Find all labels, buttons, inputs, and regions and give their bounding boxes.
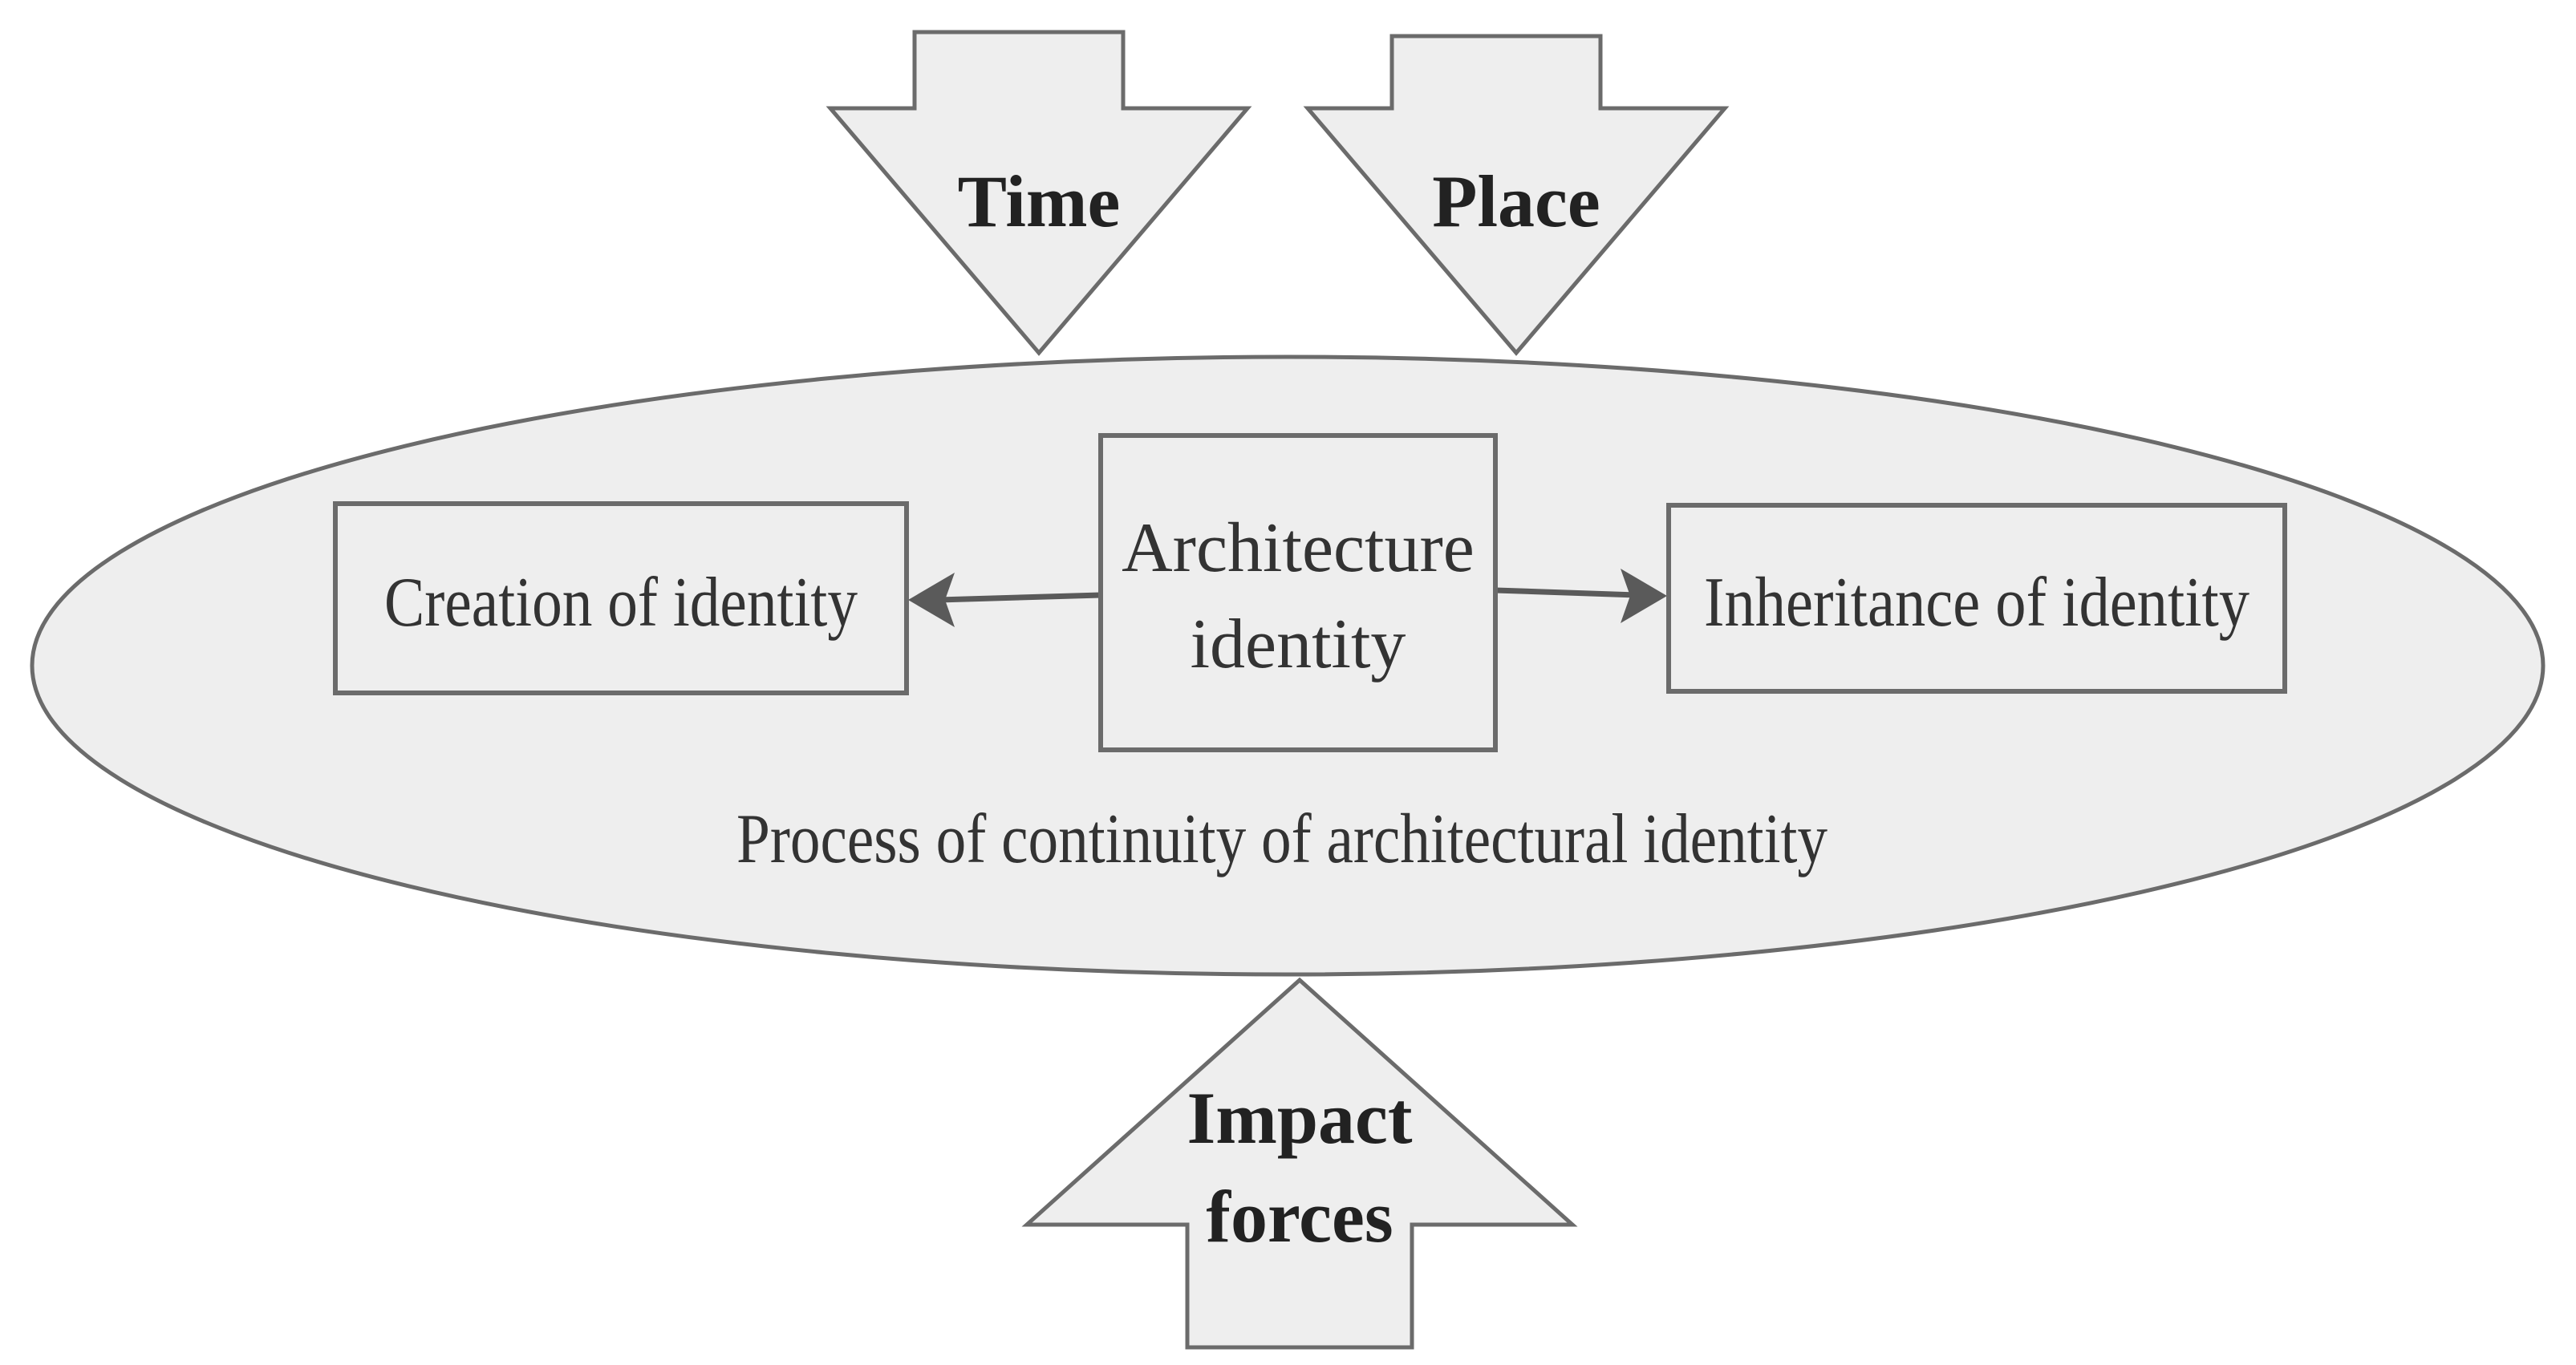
impact-forces-label-line1: Impact [1187,1077,1412,1159]
impact-forces-arrow [1021,977,1578,1350]
creation-of-identity-box [333,501,909,695]
place-arrow [1303,34,1730,356]
time-label: Time [958,160,1121,242]
time-arrow [826,30,1252,356]
connector-to-inheritance [1495,587,1637,598]
inheritance-of-identity-label: Inheritance of identity [1704,564,2249,642]
architecture-identity-line1: Architecture [1122,509,1475,587]
creation-of-identity-label: Creation of identity [384,564,858,642]
impact-forces-label-line2: forces [1206,1176,1393,1258]
arrowhead-right-icon [1621,569,1667,623]
architecture-identity-box [1098,433,1498,752]
place-label: Place [1432,160,1600,242]
arrowhead-left-icon [908,573,955,627]
process-label: Process of continuity of architectural i… [736,800,1828,878]
inheritance-of-identity-box [1666,503,2287,694]
architecture-identity-line2: identity [1191,606,1406,683]
connector-to-creation [938,592,1101,603]
